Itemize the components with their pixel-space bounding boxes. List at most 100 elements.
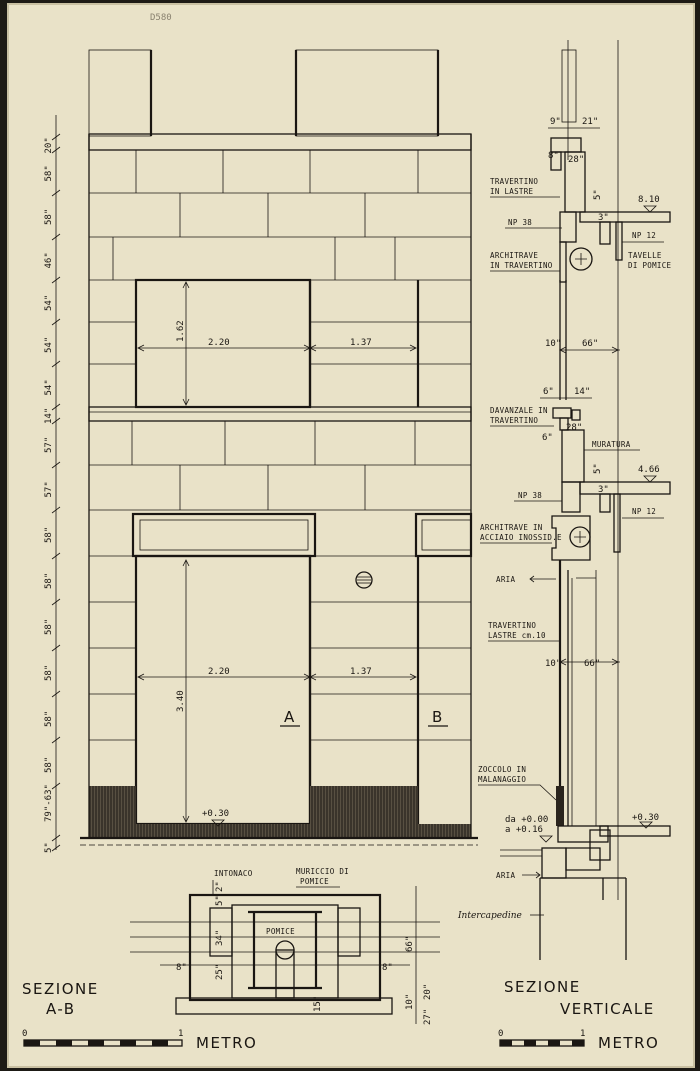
dim-chain-tick [51,690,61,698]
label-aria-top: ARIA [496,575,515,584]
plan-dim-8a: 8" [176,963,187,973]
dim-chain-tick [51,598,61,606]
plan-dim-27: 27" [423,1009,433,1025]
dim-6b: 6" [542,433,553,443]
label-davanzale-1: DAVANZALE IN [490,406,548,415]
title-right-1: SEZIONE [504,978,581,996]
dim-chain-tick [51,189,61,197]
dim-chain-label: 58" [44,757,54,773]
dim-chain-tick [51,417,61,425]
upper-window-height: 1.62 [176,320,186,342]
title-left-2: A-B [46,1000,76,1018]
section-mark-a: A [284,708,295,726]
label-muriccio-2: POMICE [300,877,329,886]
dim-chain-label: 57" [44,437,54,453]
dim-chain-tick [51,146,61,154]
dim-chain-label: 54" [44,295,54,311]
dim-chain-tick [51,782,61,790]
title-right-2: VERTICALE [560,1000,655,1018]
plan-dim-10: 10" [405,994,415,1010]
dim-chain-label: 46" [44,252,54,268]
label-tavelle-1: TAVELLE [628,251,662,260]
plan-dim-5: 5" [215,895,225,906]
plan-dim-15: 15" [313,996,323,1012]
plan-dim-25: 25" [215,964,225,980]
dim-chain-label: 58" [44,165,54,181]
dim-chain-label: 5" [44,842,54,853]
plinth-left [89,786,136,838]
dim-chain-label: 58" [44,619,54,635]
plan-dim-2: 2" [215,881,225,892]
dim-chain-tick [51,552,61,560]
dim-chain-tick [51,644,61,652]
dim-28a: 28" [568,155,584,165]
scale-left-label: METRO [196,1034,257,1052]
dim-chain-tick [51,506,61,514]
label-pomice: POMICE [266,927,295,936]
title-block-right: SEZIONE VERTICALE [504,978,655,1018]
dim-chain-label: 57" [44,481,54,497]
label-tavelle-2: DI POMICE [628,261,672,270]
architrave-circle-lower [569,526,591,548]
label-np38-b: NP 38 [518,491,542,500]
dim-chain-label: 58" [44,665,54,681]
dim-21: 21" [582,117,598,127]
dim-8: 8" [548,151,559,161]
dim-chain-tick [51,133,61,141]
dim-chain-tick [51,461,61,469]
dim-chain-tick [51,834,61,842]
elevation-level: +0.30 [202,809,229,819]
dim-3a: 3" [598,213,609,223]
plan-section: INTONACO MURICCIO DI POMICE POMICE 5" 2"… [130,867,440,1025]
label-travertino-lastre-2: IN LASTRE [490,187,534,196]
lower-window-height: 3.40 [176,690,186,712]
label-travertino-lastre-1: TRAVERTINO [490,177,538,186]
label-np12-b: NP 12 [632,507,656,516]
dim-66a: 66" [582,339,598,349]
dim-chain-tick [51,233,61,241]
dim-28b: 28" [566,423,582,433]
dim-3b: 3" [598,485,609,495]
dim-chain-label: 58" [44,573,54,589]
lower-window-width: 2.20 [208,667,230,677]
label-architrave-acciaio-2: ACCIAIO INOSSID.E [480,533,562,542]
level-a-0-16: a +0.16 [505,825,543,835]
label-travertino-cm10-2: LASTRE cm.10 [488,631,546,640]
scale-bar-right: 0 1 METRO [498,1029,658,1052]
label-architrave-travertino-1: ARCHITRAVE [490,251,538,260]
label-intercapedine: Intercapedine [457,911,522,921]
dim-chain-tick [51,844,61,852]
scale-left-one: 1 [178,1029,183,1039]
dim-14: 14" [574,387,590,397]
label-zoccolo-1: ZOCCOLO IN [478,765,526,774]
label-aria-bottom: ARIA [496,871,515,880]
lower-window-dimensions: 3.40 2.20 1.37 [137,559,417,823]
architrave-circle-upper [569,247,593,271]
dim-chain-label: 54" [44,337,54,353]
dim-chain-label: 58" [44,711,54,727]
level-plus-0-30: +0.30 [632,813,659,823]
label-architrave-travertino-2: IN TRAVERTINO [490,261,553,270]
vent-grille-icon [355,571,373,589]
level-da-0-00: da +0.00 [505,815,548,825]
label-muratura: MURATURA [592,440,631,449]
dim-chain-tick [51,403,61,411]
dim-chain-label: 58" [44,209,54,225]
dim-chain-label: 54" [44,379,54,395]
dim-6: 6" [543,387,554,397]
label-davanzale-2: TRAVERTINO [490,416,538,425]
title-left-1: SEZIONE [22,980,99,998]
scale-left-zero: 0 [22,1029,27,1039]
plan-dim-34: 34" [215,930,225,946]
plinth-center [310,786,418,838]
label-travertino-cm10-1: TRAVERTINO [488,621,536,630]
dim-chain-tick [51,276,61,284]
level-8-10: 8.10 [638,195,660,205]
vertical-dimension-chain: 20"58"58"46"54"54"54"14"57"57"58"58"58"5… [44,115,61,853]
middle-travertine-courses [89,421,471,741]
section-mark-b: B [432,708,442,726]
scale-right-one: 1 [580,1029,585,1039]
label-architrave-acciaio-1: ARCHITRAVE IN [480,523,543,532]
plan-dim-20: 20" [423,984,433,1000]
